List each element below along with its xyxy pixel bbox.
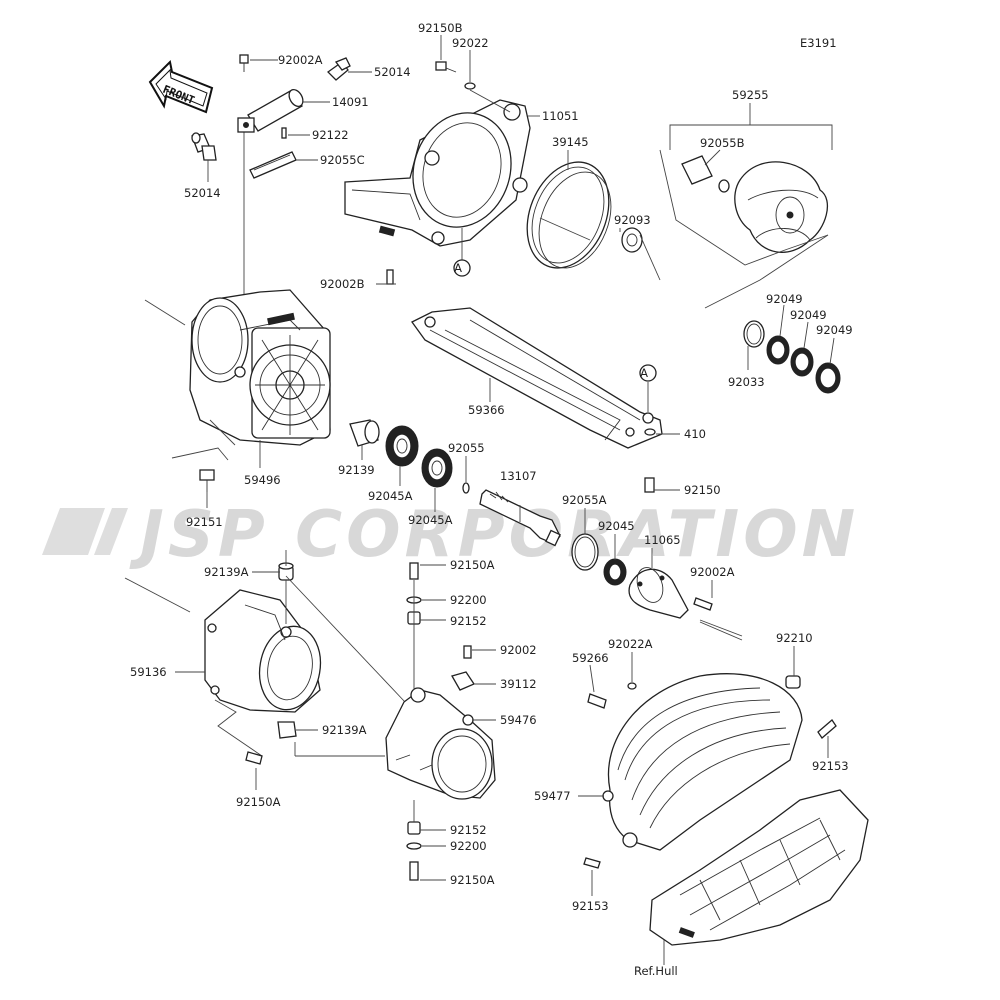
label-59477: 59477 — [534, 789, 571, 803]
label-92002A-top: 92002A — [278, 53, 323, 67]
oring-bearing-group — [571, 508, 627, 586]
label-92049-c: 92049 — [816, 323, 853, 337]
label-92045A-a: 92045A — [368, 489, 413, 503]
cap-11065 — [628, 548, 743, 637]
label-92139A-top: 92139A — [204, 565, 249, 579]
bolt-92151 — [171, 447, 229, 508]
label-92150B: 92150B — [418, 21, 463, 35]
label-52014-top: 52014 — [374, 65, 411, 79]
label-92055A: 92055A — [562, 493, 607, 507]
label-39145: 39145 — [552, 135, 589, 149]
label-410: 410 — [684, 427, 706, 441]
label-92022: 92022 — [452, 36, 489, 50]
label-59476: 59476 — [500, 713, 537, 727]
label-92022A: 92022A — [608, 637, 653, 651]
label-92033: 92033 — [728, 375, 765, 389]
label-92045A-b: 92045A — [408, 513, 453, 527]
callout-a-top: A — [454, 261, 462, 275]
front-arrow-icon: FRONT — [148, 59, 214, 114]
label-59366: 59366 — [468, 403, 505, 417]
label-11065: 11065 — [644, 533, 681, 547]
label-14091: 14091 — [332, 95, 369, 109]
label-92150: 92150 — [684, 483, 721, 497]
label-92152-top: 92152 — [450, 614, 487, 628]
label-59266: 59266 — [572, 651, 609, 665]
label-92055B: 92055B — [700, 136, 745, 150]
label-92153-right: 92153 — [812, 759, 849, 773]
label-92153-bottom: 92153 — [572, 899, 609, 913]
label-92200-bottom: 92200 — [450, 839, 487, 853]
bearing-set — [349, 419, 470, 512]
hose-fitting-group — [191, 54, 372, 300]
part-labels: 92150B 92022 92002A 52014 14091 92122 92… — [130, 21, 853, 978]
label-92200-top: 92200 — [450, 593, 487, 607]
pump-case-59496 — [144, 289, 331, 468]
label-92139: 92139 — [338, 463, 375, 477]
label-92150A-left: 92150A — [236, 795, 281, 809]
label-39112: 39112 — [500, 677, 537, 691]
reverse-bucket-59477 — [578, 621, 837, 896]
label-ref-hull: Ref.Hull — [634, 964, 678, 978]
label-92093: 92093 — [614, 213, 651, 227]
label-92122: 92122 — [312, 128, 349, 142]
steering-nozzle-59476 — [385, 562, 496, 881]
label-59496: 59496 — [244, 473, 281, 487]
label-92049-b: 92049 — [790, 308, 827, 322]
label-92045: 92045 — [598, 519, 635, 533]
nozzle-59136 — [124, 550, 406, 790]
label-92002A-right: 92002A — [690, 565, 735, 579]
pump-cover-59366 — [411, 307, 680, 493]
callout-a-right: A — [640, 366, 648, 380]
hull-reference — [649, 789, 869, 965]
label-92055: 92055 — [448, 441, 485, 455]
label-92002B: 92002B — [320, 277, 365, 291]
diagram-code: E3191 — [800, 36, 837, 50]
label-92055C: 92055C — [320, 153, 365, 167]
label-92151: 92151 — [186, 515, 223, 529]
label-92150A-bottom: 92150A — [450, 873, 495, 887]
label-59136: 59136 — [130, 665, 167, 679]
seal-set-92049 — [743, 304, 841, 394]
label-92139A-bottom: 92139A — [322, 723, 367, 737]
label-92049-a: 92049 — [766, 292, 803, 306]
label-92210: 92210 — [776, 631, 813, 645]
shaft-13107 — [479, 489, 561, 547]
label-92152-bottom: 92152 — [450, 823, 487, 837]
label-59255: 59255 — [732, 88, 769, 102]
impeller-59255 — [619, 103, 833, 309]
label-13107: 13107 — [500, 469, 537, 483]
label-92002: 92002 — [500, 643, 537, 657]
pump-housing-11051 — [344, 35, 540, 285]
wear-ring-39145 — [526, 150, 612, 269]
label-11051: 11051 — [542, 109, 579, 123]
label-52014-left: 52014 — [184, 186, 221, 200]
label-92150A-top: 92150A — [450, 558, 495, 572]
